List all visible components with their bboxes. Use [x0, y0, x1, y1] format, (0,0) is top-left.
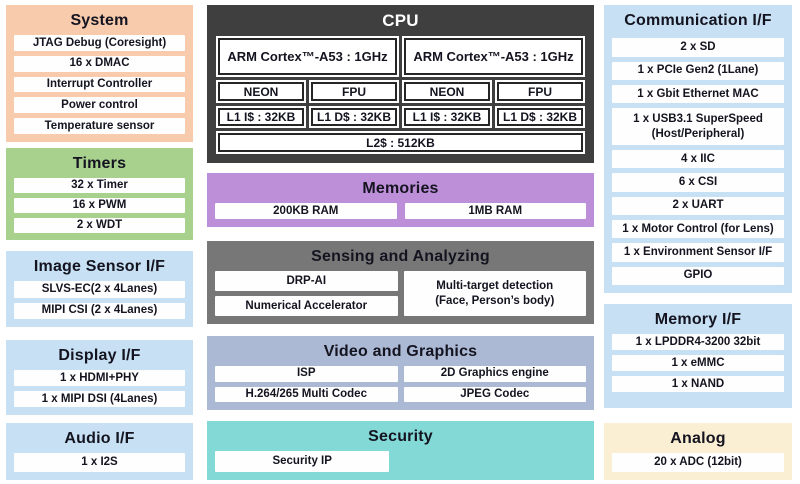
- memories-item: 200KB RAM: [215, 203, 397, 219]
- memories-title: Memories: [362, 180, 439, 197]
- system-item: Power control: [14, 97, 185, 114]
- cpu-unit: NEON: [218, 82, 304, 101]
- audio-if-title: Audio I/F: [64, 430, 135, 447]
- analog-title: Analog: [670, 430, 726, 447]
- cpu-l1-cache: L1 D$ : 32KB: [311, 107, 397, 127]
- security-item: Security IP: [215, 451, 390, 472]
- analog-item: 20 x ADC (12bit): [612, 453, 784, 472]
- timers-title: Timers: [72, 155, 127, 172]
- cpu-core-row: ARM Cortex™-A53 : 1GHz ARM Cortex™-A53 :…: [218, 38, 583, 76]
- timers-item: 2 x WDT: [14, 218, 185, 233]
- sensing-left-column: DRP-AI Numerical Accelerator: [215, 271, 398, 316]
- block-memory-if: Memory I/F 1 x LPDDR4-3200 32bit 1 x eMM…: [604, 304, 792, 408]
- cpu-core: ARM Cortex™-A53 : 1GHz: [404, 38, 583, 76]
- cpu-unit: FPU: [497, 82, 583, 101]
- communication-if-item: 1 x Environment Sensor I/F: [612, 243, 784, 262]
- image-sensor-if-item: MIPI CSI (2 x 4Lanes): [14, 302, 185, 319]
- timers-items: 32 x Timer 16 x PWM 2 x WDT: [14, 178, 185, 233]
- sensing-item: Multi-target detection (Face, Person’s b…: [403, 271, 586, 316]
- block-memories: Memories 200KB RAM 1MB RAM: [207, 173, 594, 227]
- memory-if-item: 1 x NAND: [612, 376, 784, 392]
- cpu-unit: FPU: [311, 82, 397, 101]
- block-audio-if: Audio I/F 1 x I2S: [6, 423, 193, 480]
- cpu-l1-cache: L1 I$ : 32KB: [218, 107, 304, 127]
- memory-if-items: 1 x LPDDR4-3200 32bit 1 x eMMC 1 x NAND: [612, 334, 784, 392]
- video-graphics-item: 2D Graphics engine: [403, 366, 586, 382]
- block-video-graphics: Video and Graphics ISP 2D Graphics engin…: [207, 336, 594, 410]
- block-display-if: Display I/F 1 x HDMI+PHY 1 x MIPI DSI (4…: [6, 340, 193, 415]
- cpu-body: ARM Cortex™-A53 : 1GHz ARM Cortex™-A53 :…: [215, 36, 586, 155]
- cpu-l2-row: L2$ : 512KB: [218, 133, 583, 152]
- image-sensor-if-title: Image Sensor I/F: [33, 258, 166, 275]
- timers-item: 32 x Timer: [14, 178, 185, 194]
- communication-if-item: 1 x PCIe Gen2 (1Lane): [612, 61, 784, 80]
- memory-if-item: 1 x eMMC: [612, 355, 784, 372]
- analog-items: 20 x ADC (12bit): [612, 453, 784, 472]
- communication-if-item: 1 x USB3.1 SuperSpeed (Host/Peripheral): [612, 108, 784, 145]
- sensing-title: Sensing and Analyzing: [311, 248, 490, 265]
- communication-if-item: 1 x Gbit Ethernet MAC: [612, 84, 784, 104]
- block-sensing: Sensing and Analyzing DRP-AI Numerical A…: [207, 241, 594, 324]
- communication-if-items: 2 x SD 1 x PCIe Gen2 (1Lane) 1 x Gbit Et…: [612, 38, 784, 285]
- cpu-unit: NEON: [404, 82, 490, 101]
- memory-if-item: 1 x LPDDR4-3200 32bit: [612, 334, 784, 351]
- memories-items: 200KB RAM 1MB RAM: [215, 203, 586, 219]
- cpu-l1-row: L1 I$ : 32KB L1 D$ : 32KB L1 I$ : 32KB L…: [218, 107, 583, 127]
- display-if-title: Display I/F: [58, 347, 141, 364]
- sensing-item: DRP-AI: [215, 271, 398, 292]
- cpu-title: CPU: [382, 11, 419, 30]
- communication-if-item: 1 x Motor Control (for Lens): [612, 219, 784, 239]
- system-title: System: [70, 12, 129, 29]
- block-cpu: CPU ARM Cortex™-A53 : 1GHz ARM Cortex™-A…: [207, 5, 594, 163]
- security-title: Security: [368, 428, 433, 445]
- cpu-units-row: NEON FPU NEON FPU: [218, 82, 583, 101]
- cpu-l1-cache: L1 I$ : 32KB: [404, 107, 490, 127]
- block-communication-if: Communication I/F 2 x SD 1 x PCIe Gen2 (…: [604, 5, 792, 293]
- memories-item: 1MB RAM: [404, 203, 586, 219]
- communication-if-item: 6 x CSI: [612, 173, 784, 192]
- image-sensor-if-items: SLVS-EC(2 x 4Lanes) MIPI CSI (2 x 4Lanes…: [14, 281, 185, 319]
- system-item: JTAG Debug (Coresight): [14, 35, 185, 51]
- image-sensor-if-item: SLVS-EC(2 x 4Lanes): [14, 281, 185, 298]
- communication-if-title: Communication I/F: [624, 12, 772, 29]
- sensing-right-column: Multi-target detection (Face, Person’s b…: [403, 271, 586, 316]
- audio-if-items: 1 x I2S: [14, 453, 185, 472]
- system-items: JTAG Debug (Coresight) 16 x DMAC Interru…: [14, 35, 185, 135]
- video-graphics-title: Video and Graphics: [323, 343, 478, 360]
- audio-if-item: 1 x I2S: [14, 453, 185, 472]
- cpu-l1-cache: L1 D$ : 32KB: [497, 107, 583, 127]
- communication-if-item: 2 x UART: [612, 196, 784, 215]
- display-if-items: 1 x HDMI+PHY 1 x MIPI DSI (4Lanes): [14, 370, 185, 407]
- block-timers: Timers 32 x Timer 16 x PWM 2 x WDT: [6, 148, 193, 240]
- block-security: Security Security IP: [207, 421, 594, 480]
- communication-if-item: 2 x SD: [612, 38, 784, 57]
- security-items: Security IP: [215, 451, 586, 472]
- system-item: Interrupt Controller: [14, 76, 185, 93]
- system-item: 16 x DMAC: [14, 55, 185, 72]
- memory-if-title: Memory I/F: [654, 311, 742, 328]
- cpu-l2-cache: L2$ : 512KB: [218, 133, 583, 152]
- communication-if-item: 4 x IIC: [612, 149, 784, 169]
- timers-item: 16 x PWM: [14, 198, 185, 214]
- communication-if-item: GPIO: [612, 266, 784, 285]
- sensing-item: Numerical Accelerator: [215, 296, 398, 316]
- system-item: Temperature sensor: [14, 118, 185, 135]
- video-graphics-item: ISP: [215, 366, 398, 382]
- display-if-item: 1 x HDMI+PHY: [14, 370, 185, 387]
- video-graphics-item: H.264/265 Multi Codec: [215, 386, 398, 402]
- block-analog: Analog 20 x ADC (12bit): [604, 423, 792, 480]
- block-image-sensor-if: Image Sensor I/F SLVS-EC(2 x 4Lanes) MIP…: [6, 251, 193, 327]
- display-if-item: 1 x MIPI DSI (4Lanes): [14, 391, 185, 407]
- block-system: System JTAG Debug (Coresight) 16 x DMAC …: [6, 5, 193, 142]
- video-graphics-item: JPEG Codec: [403, 386, 586, 402]
- video-graphics-items: ISP 2D Graphics engine H.264/265 Multi C…: [215, 366, 586, 402]
- cpu-core: ARM Cortex™-A53 : 1GHz: [218, 38, 397, 76]
- sensing-content: DRP-AI Numerical Accelerator Multi-targe…: [215, 271, 586, 316]
